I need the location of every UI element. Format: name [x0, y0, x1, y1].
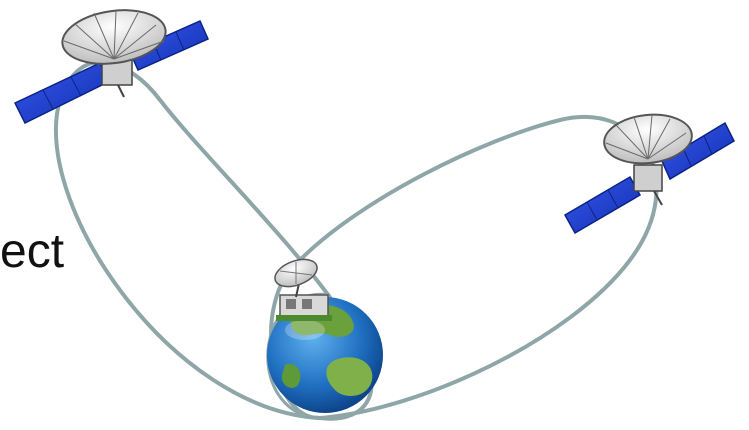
satellite-icon [565, 111, 734, 233]
satellite-icon [15, 4, 208, 123]
partial-heading-text: ect [0, 228, 64, 276]
